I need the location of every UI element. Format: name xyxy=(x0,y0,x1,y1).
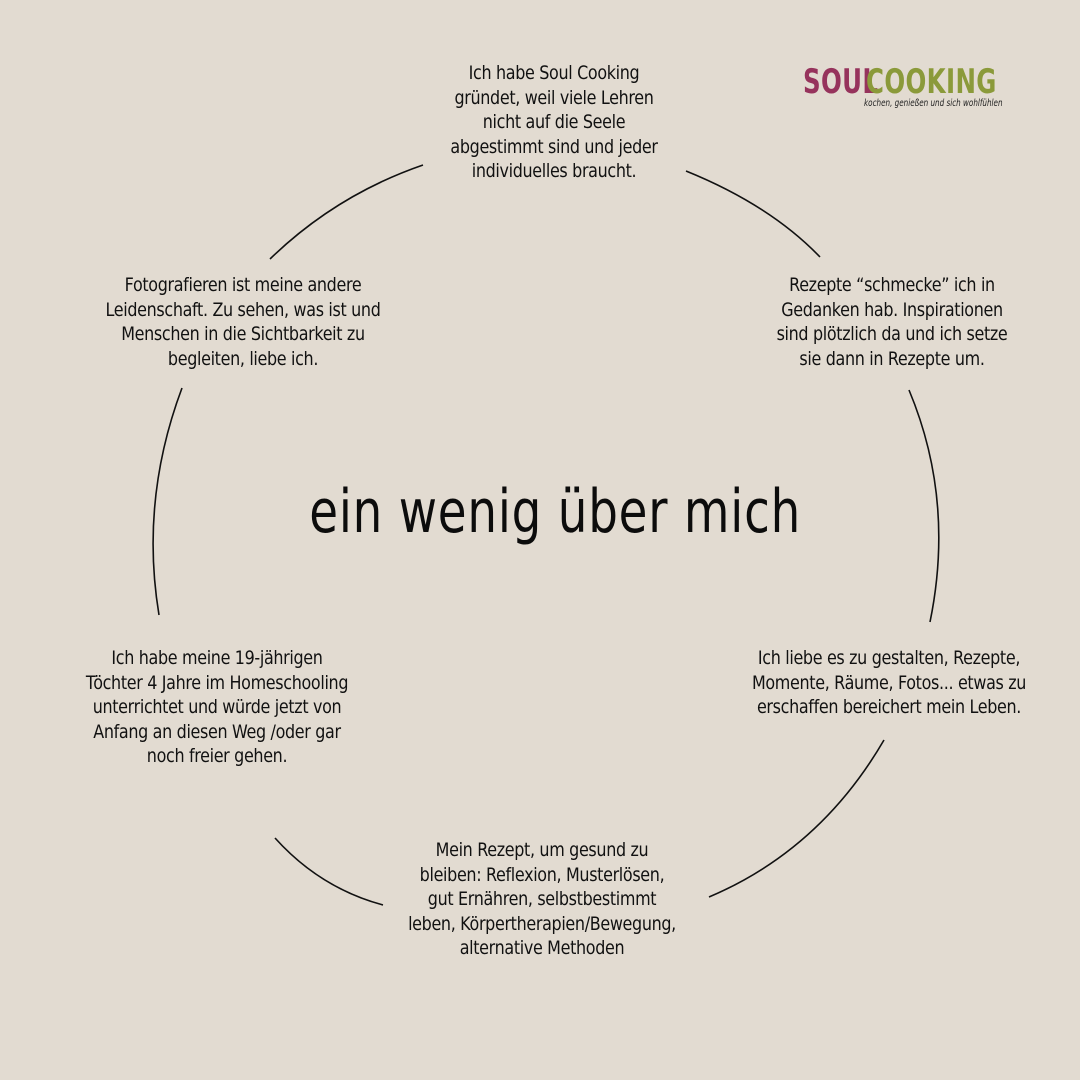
text-line: Ich liebe es zu gestalten, Rezepte, xyxy=(757,647,1021,669)
text-line: erschaffen bereichert mein Leben. xyxy=(756,696,1022,718)
ring-arc-bottom-left xyxy=(274,837,384,906)
text-line: Menschen in die Sichtbarkeit zu xyxy=(121,323,365,345)
text-line: Momente, Räume, Fotos... etwas zu xyxy=(751,671,1027,694)
text-line: sie dann in Rezepte um. xyxy=(799,347,985,370)
ring-arc-bottom-right xyxy=(708,739,885,898)
text-block-bottom-left: Ich habe meine 19-jährigen Töchter 4 Jah… xyxy=(66,646,368,769)
text-line: Gedanken hab. Inspirationen xyxy=(781,298,1003,321)
text-line: Anfang an diesen Weg /oder gar xyxy=(93,720,341,743)
ring-arc-top-left xyxy=(269,164,424,260)
text-line: Leidenschaft. Zu sehen, was ist und xyxy=(105,298,381,321)
soul-cooking-logo: SOUL COOKING kochen, genießen und sich w… xyxy=(800,62,1003,116)
text-line: bleiben: Reflexion, Musterlösen, xyxy=(419,863,665,886)
text-block-top-right: Rezepte “schmecke” ich in Gedanken hab. … xyxy=(758,273,1027,371)
text-block-top: Ich habe Soul Cooking gründet, weil viel… xyxy=(428,61,680,184)
logo-tagline: kochen, genießen und sich wohlfühlen xyxy=(864,98,1003,109)
page-title: ein wenig über mich xyxy=(309,477,802,547)
ring-arc-right xyxy=(908,389,940,623)
text-line: noch freier gehen. xyxy=(146,745,288,767)
text-line: Rezepte “schmecke” ich in xyxy=(789,274,995,296)
text-line: Fotografieren ist meine andere xyxy=(124,274,362,296)
text-line: unterrichtet und würde jetzt von xyxy=(92,696,342,718)
logo-word-cooking: COOKING xyxy=(866,62,997,102)
text-line: Mein Rezept, um gesund zu xyxy=(435,839,649,861)
text-block-bottom-right: Ich liebe es zu gestalten, Rezepte, Mome… xyxy=(725,646,1053,720)
text-line: nicht auf die Seele xyxy=(482,111,626,133)
text-block-bottom: Mein Rezept, um gesund zu bleiben: Refle… xyxy=(391,838,693,961)
text-line: Ich habe Soul Cooking xyxy=(468,62,640,84)
text-line: sind plötzlich da und ich setze xyxy=(776,323,1008,345)
text-block-top-left: Fotografieren ist meine andere Leidensch… xyxy=(83,273,402,371)
text-line: individuelles braucht. xyxy=(471,160,637,182)
ring-arc-top-right xyxy=(685,170,821,258)
text-line: leben, Körpertherapien/Bewegung, xyxy=(408,912,676,935)
logo-word-soul: SOUL xyxy=(803,62,879,102)
text-line: gründet, weil viele Lehren xyxy=(454,86,654,109)
text-line: Töchter 4 Jahre im Homeschooling xyxy=(85,671,349,694)
text-line: Ich habe meine 19-jährigen xyxy=(111,647,323,669)
text-line: abgestimmt sind und jeder xyxy=(450,135,658,158)
text-line: alternative Methoden xyxy=(459,937,625,959)
text-line: begleiten, liebe ich. xyxy=(167,347,319,370)
text-line: gut Ernähren, selbstbestimmt xyxy=(427,888,657,910)
ring-arc-left xyxy=(152,387,183,616)
